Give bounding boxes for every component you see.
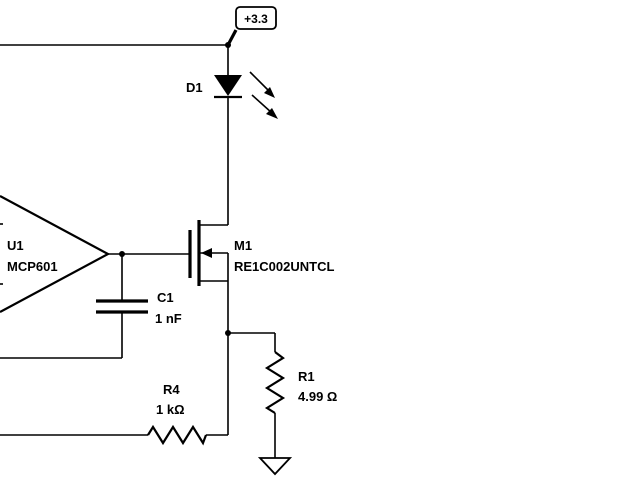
supply-tag: +3.3 bbox=[235, 6, 277, 30]
m1-value-label: RE1C002UNTCL bbox=[234, 259, 334, 274]
resistor-r4 bbox=[0, 424, 228, 446]
light-emission-arrows-icon bbox=[249, 71, 278, 119]
power-rail bbox=[0, 29, 238, 48]
resistor-r1 bbox=[228, 332, 286, 458]
m1-ref-label: M1 bbox=[234, 238, 252, 253]
capacitor-c1 bbox=[0, 254, 148, 359]
u1-ref-label: U1 bbox=[7, 238, 24, 253]
ground-icon bbox=[257, 457, 293, 476]
r1-ref-label: R1 bbox=[298, 369, 315, 384]
r4-ref-label: R4 bbox=[163, 382, 180, 397]
d1-ref-label: D1 bbox=[186, 80, 203, 95]
supply-label: +3.3 bbox=[244, 12, 268, 26]
mosfet-m1 bbox=[188, 220, 231, 435]
u1-value-label: MCP601 bbox=[7, 259, 58, 274]
r1-value-label: 4.99 Ω bbox=[298, 389, 337, 404]
c1-ref-label: C1 bbox=[157, 290, 174, 305]
c1-value-label: 1 nF bbox=[155, 311, 182, 326]
led-d1 bbox=[214, 45, 278, 225]
r4-value-label: 1 kΩ bbox=[156, 402, 185, 417]
